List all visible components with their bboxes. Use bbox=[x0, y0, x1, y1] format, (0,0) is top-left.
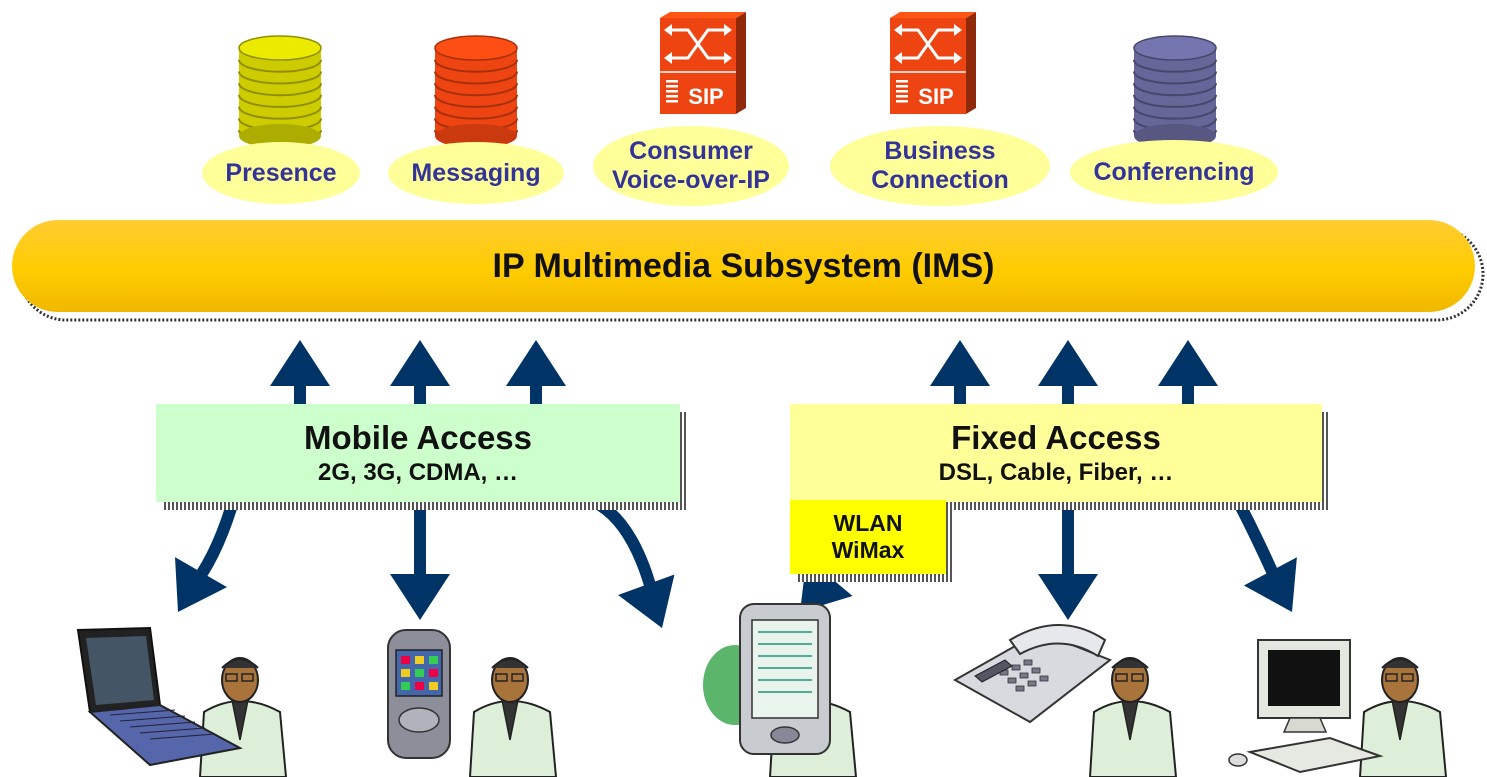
service-business-connection-label: Business Connection bbox=[830, 126, 1050, 206]
uplink-arrow-mobile-2 bbox=[390, 340, 450, 408]
uplink-arrow-mobile-1 bbox=[270, 340, 330, 408]
uplink-arrow-fixed-4 bbox=[930, 340, 990, 408]
uplink-arrow-fixed-6 bbox=[1158, 340, 1218, 408]
desk-phone-user-icon bbox=[952, 624, 1178, 777]
mobile-access-subtitle: 2G, 3G, CDMA, … bbox=[317, 459, 519, 486]
ims-bar: IP Multimedia Subsystem (IMS) bbox=[12, 220, 1475, 312]
service-consumer-voip-label: Consumer Voice-over-IP bbox=[593, 126, 789, 206]
consumer-voip-sip-switch-icon: SIP bbox=[660, 12, 746, 114]
pda-user-icon bbox=[703, 603, 858, 777]
mobile-access-title: Mobile Access bbox=[303, 419, 533, 456]
laptop-user-icon bbox=[76, 626, 288, 777]
wlan-wimax-box: WLAN WiMax bbox=[790, 500, 946, 574]
sip-label: SIP bbox=[688, 84, 723, 109]
wlan-label: WLAN bbox=[833, 510, 903, 536]
messaging-database-icon bbox=[434, 35, 518, 148]
presence-database-icon bbox=[238, 35, 322, 148]
desktop-computer-user-icon bbox=[1228, 639, 1448, 777]
uplink-arrow-fixed-5 bbox=[1038, 340, 1098, 408]
mobile-access-box: Mobile Access 2G, 3G, CDMA, … bbox=[156, 404, 680, 502]
arrow-to-desktop bbox=[1234, 502, 1297, 612]
ims-label: IP Multimedia Subsystem (IMS) bbox=[492, 246, 995, 285]
wimax-label: WiMax bbox=[831, 537, 905, 563]
mobile-phone-user-icon bbox=[387, 629, 558, 777]
fixed-access-subtitle: DSL, Cable, Fiber, … bbox=[938, 459, 1174, 486]
business-sip-switch-icon: SIP bbox=[890, 12, 976, 114]
service-conferencing-label: Conferencing bbox=[1070, 140, 1278, 204]
fixed-access-title: Fixed Access bbox=[951, 419, 1161, 456]
arrow-to-desk-phone bbox=[1038, 500, 1098, 620]
arrow-to-mobile-phone bbox=[390, 500, 450, 620]
uplink-arrow-mobile-3 bbox=[506, 340, 566, 408]
conferencing-database-icon bbox=[1133, 35, 1217, 148]
arrow-to-laptop bbox=[175, 503, 238, 612]
sip-label: SIP bbox=[918, 84, 953, 109]
arrow-to-pda-mobile bbox=[596, 499, 675, 628]
service-messaging-label: Messaging bbox=[388, 142, 564, 204]
service-presence-label: Presence bbox=[202, 142, 360, 204]
fixed-access-box: Fixed Access DSL, Cable, Fiber, … bbox=[790, 404, 1322, 502]
